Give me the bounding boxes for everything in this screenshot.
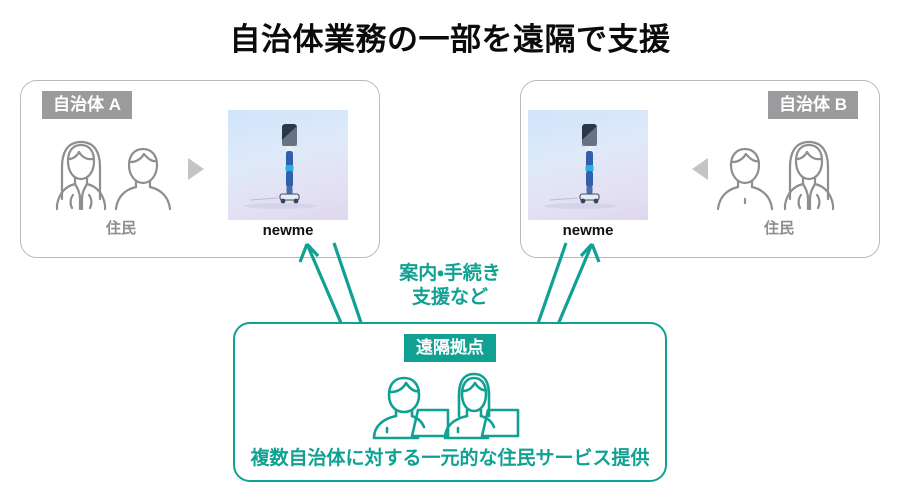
residents-icon-b [716,140,835,211]
robot-illustration-icon [544,124,616,209]
newme-label-a: newme [262,222,314,239]
newme-robot-a: newme [228,110,348,238]
residents-label-a: 住民 [105,220,136,237]
residents-group-b: 住民 [705,129,853,241]
remote-base-badge: 遠隔拠点 [404,334,496,363]
municipality-a-badge: 自治体 A [42,91,132,120]
residents-icon-a [55,140,172,211]
remote-base-panel: 遠隔拠点 [233,322,667,482]
service-description-line1: 案内・手続き [399,263,501,284]
service-description: 案内・手続き 支援など [330,262,570,311]
remote-base-caption: 複数自治体に対する一元的な住民サービス提供 [250,448,650,469]
operators-group [360,370,540,447]
residents-group-a: 住民 [47,129,195,241]
page-title: 自治体業務の一部を遠隔で支援 [229,22,671,57]
operators-with-laptops-icon [372,372,520,440]
newme-label-b: newme [562,222,614,239]
residents-label-b: 住民 [763,220,794,237]
municipality-b-badge: 自治体 B [768,91,858,120]
service-description-line2: 支援など [411,287,488,309]
robot-illustration-icon [244,124,316,209]
newme-robot-image-b [528,110,648,220]
play-triangle-left-icon [692,158,708,180]
newme-robot-image-a [228,110,348,220]
play-triangle-right-icon [188,158,204,180]
newme-robot-b: newme [528,110,648,238]
